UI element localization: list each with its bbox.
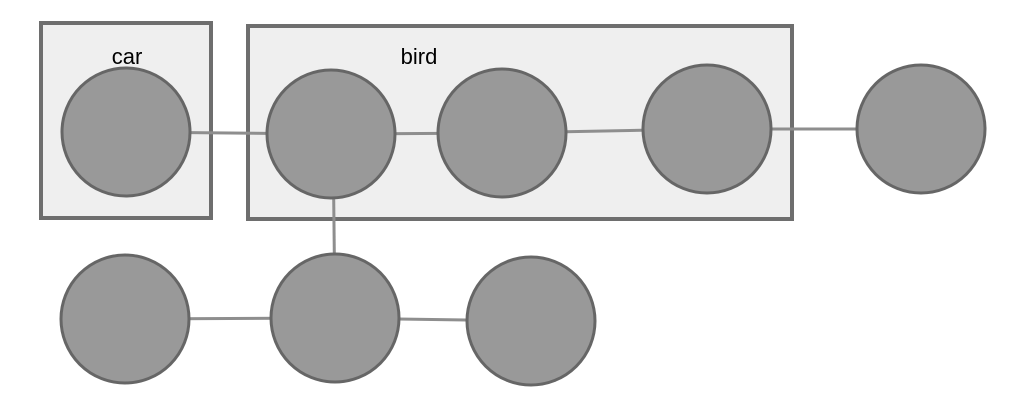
node-n8[interactable] (465, 255, 597, 387)
node-n2[interactable] (265, 68, 397, 200)
node-n1[interactable] (60, 66, 192, 198)
group-label-bird: bird (401, 44, 438, 69)
node-n7[interactable] (269, 252, 401, 384)
node-n3[interactable] (436, 67, 568, 199)
node-n4[interactable] (641, 63, 773, 195)
node-n5[interactable] (855, 63, 987, 195)
node-n6[interactable] (59, 253, 191, 385)
group-label-car: car (112, 44, 143, 69)
